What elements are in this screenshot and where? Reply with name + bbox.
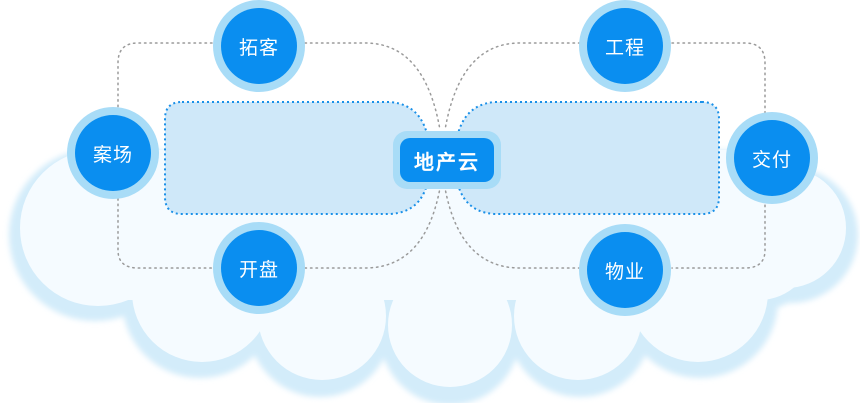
- panels: [164, 101, 720, 215]
- center-node-label: 地产云: [414, 149, 480, 174]
- left-panel: [164, 101, 432, 215]
- node-label: 物业: [604, 260, 645, 283]
- center-node[interactable]: 地产云: [393, 131, 501, 189]
- node-gongcheng[interactable]: 工程: [579, 0, 671, 92]
- right-panel: [453, 101, 720, 215]
- node-core: 拓客: [221, 8, 297, 84]
- node-tuoke[interactable]: 拓客: [213, 0, 305, 92]
- node-label: 开盘: [238, 258, 279, 281]
- node-core: 案场: [75, 115, 151, 191]
- node-core: 开盘: [221, 230, 297, 306]
- node-core: 工程: [587, 8, 663, 84]
- node-jiaofu[interactable]: 交付: [726, 112, 818, 204]
- node-anchang[interactable]: 案场: [67, 107, 159, 199]
- node-core: 物业: [587, 232, 663, 308]
- node-label: 案场: [92, 143, 133, 166]
- node-label: 工程: [604, 36, 645, 59]
- connector-top-right: [444, 42, 581, 131]
- node-kaipan[interactable]: 开盘: [213, 222, 305, 314]
- center-node-core: 地产云: [400, 138, 494, 182]
- node-wuye[interactable]: 物业: [579, 224, 671, 316]
- node-core: 交付: [734, 120, 810, 196]
- node-label: 交付: [751, 148, 792, 171]
- node-label: 拓客: [238, 36, 279, 59]
- connector-top-left: [304, 42, 441, 131]
- connector-bottom-left: [304, 187, 441, 269]
- connector-bottom-right: [444, 187, 581, 269]
